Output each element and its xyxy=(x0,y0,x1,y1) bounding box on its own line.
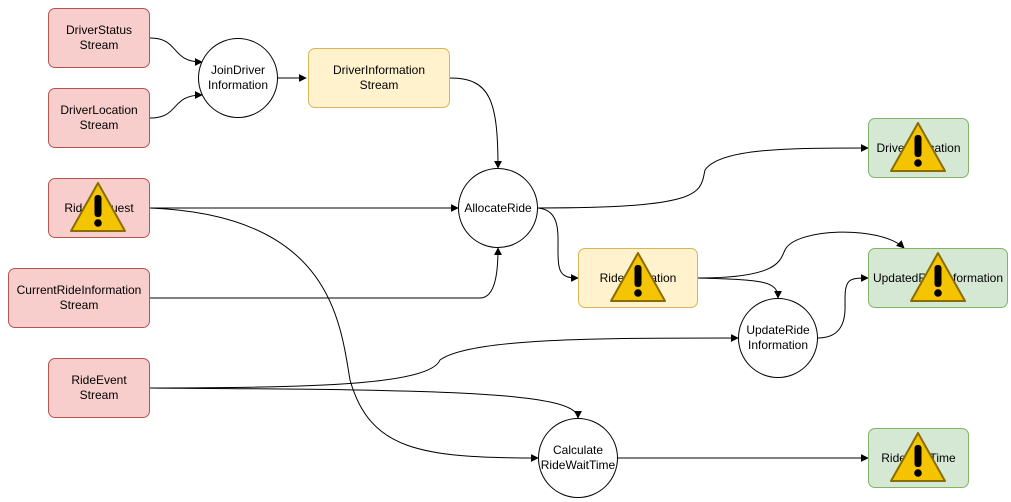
node-driverlocation-stream[interactable]: DriverLocation Stream xyxy=(48,88,150,148)
node-updatedrideinformation[interactable]: UpdatedRideInformation xyxy=(868,248,1008,308)
node-riderequest[interactable]: RideRequest xyxy=(48,178,150,238)
edge-rideallocation-to-updatedride xyxy=(697,231,905,279)
edge-riderequest-to-calculatewait xyxy=(149,207,539,462)
node-driverstatus-stream[interactable]: DriverStatus Stream xyxy=(48,8,150,68)
node-driverinformation-stream[interactable]: DriverInformation Stream xyxy=(308,48,450,108)
node-updateride-information-label: UpdateRide Information xyxy=(746,323,810,352)
node-driverlocation-stream-label: DriverLocation Stream xyxy=(60,103,138,132)
node-updatedrideinformation-label: UpdatedRideInformation xyxy=(872,270,1004,285)
node-joindriver-information-label: JoinDriver Information xyxy=(207,63,269,92)
node-ridewaittime-label: RideWaitTime xyxy=(881,450,956,465)
node-rideallocation-label: RideAllocation xyxy=(599,270,677,285)
edge-driverinformation-to-allocateride xyxy=(449,77,502,169)
edge-rideallocation-to-updateride xyxy=(697,277,782,299)
node-driverstatus-stream-label: DriverStatus Stream xyxy=(65,23,133,52)
node-joindriver-information[interactable]: JoinDriver Information xyxy=(198,38,278,118)
edge-driverlocation-to-joindriver xyxy=(149,91,203,119)
node-allocateride[interactable]: AllocateRide xyxy=(458,168,538,248)
edge-allocateride-to-rideallocation xyxy=(537,207,579,282)
edge-currentride-to-allocateride xyxy=(150,247,502,299)
edge-updateride-to-updatedride xyxy=(817,274,869,339)
node-ridewaittime[interactable]: RideWaitTime xyxy=(868,428,969,488)
edge-rideevent-to-updateride xyxy=(149,334,739,389)
node-calculate-ridewaittime-label: Calculate RideWaitTime xyxy=(540,443,616,472)
node-riderequest-label: RideRequest xyxy=(64,200,134,215)
node-updateride-information[interactable]: UpdateRide Information xyxy=(738,298,818,378)
node-driverallocation[interactable]: DriverAllocation xyxy=(868,118,969,178)
edge-allocateride-to-driverallocation xyxy=(537,144,869,209)
edge-rideevent-to-calculatewait xyxy=(149,387,582,419)
node-rideallocation[interactable]: RideAllocation xyxy=(578,248,698,308)
node-rideevent-stream-label: RideEvent Stream xyxy=(71,373,127,402)
node-currentrideinformation-stream-label: CurrentRideInformation Stream xyxy=(16,283,142,312)
node-calculate-ridewaittime[interactable]: Calculate RideWaitTime xyxy=(538,418,618,498)
node-rideevent-stream[interactable]: RideEvent Stream xyxy=(48,358,150,418)
node-allocateride-label: AllocateRide xyxy=(464,200,532,215)
edge-driverstatus-to-joindriver xyxy=(149,37,203,66)
node-currentrideinformation-stream[interactable]: CurrentRideInformation Stream xyxy=(8,268,150,328)
node-driverinformation-stream-label: DriverInformation Stream xyxy=(332,63,426,92)
node-driverallocation-label: DriverAllocation xyxy=(876,140,961,155)
